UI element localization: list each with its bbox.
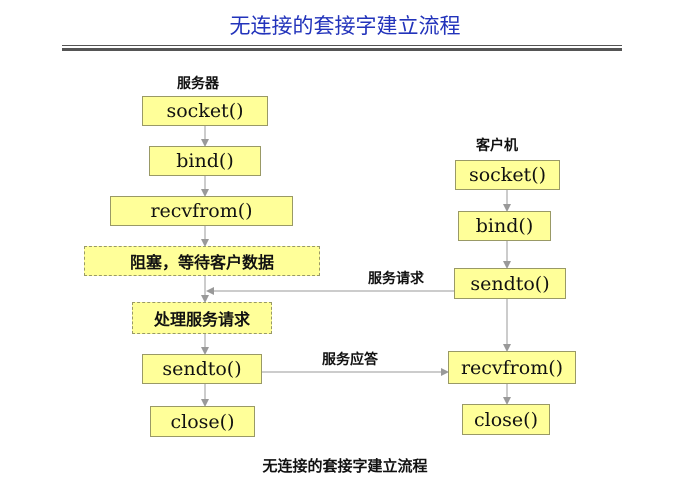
server-recvfrom-box: recvfrom(): [110, 196, 293, 226]
response-label: 服务应答: [322, 352, 378, 368]
title-divider-thick: [62, 48, 622, 51]
client-socket-box: socket(): [455, 160, 560, 190]
figure-caption: 无连接的套接字建立流程: [262, 457, 428, 475]
client-sendto-box: sendto(): [454, 268, 566, 299]
title-divider-thin: [62, 45, 622, 46]
request-label: 服务请求: [368, 271, 424, 287]
client-bind-box: bind(): [458, 211, 551, 241]
server-process-box: 处理服务请求: [132, 302, 272, 334]
client-close-box: close(): [462, 404, 550, 435]
server-socket-box: socket(): [142, 96, 268, 126]
server-close-box: close(): [150, 406, 255, 437]
client-label: 客户机: [476, 138, 518, 154]
server-blocking-box: 阻塞，等待客户数据: [84, 246, 320, 276]
client-recvfrom-box: recvfrom(): [448, 351, 576, 384]
server-sendto-box: sendto(): [142, 354, 262, 384]
page-title: 无连接的套接字建立流程: [229, 14, 461, 38]
server-label: 服务器: [177, 76, 219, 92]
server-bind-box: bind(): [149, 146, 261, 176]
